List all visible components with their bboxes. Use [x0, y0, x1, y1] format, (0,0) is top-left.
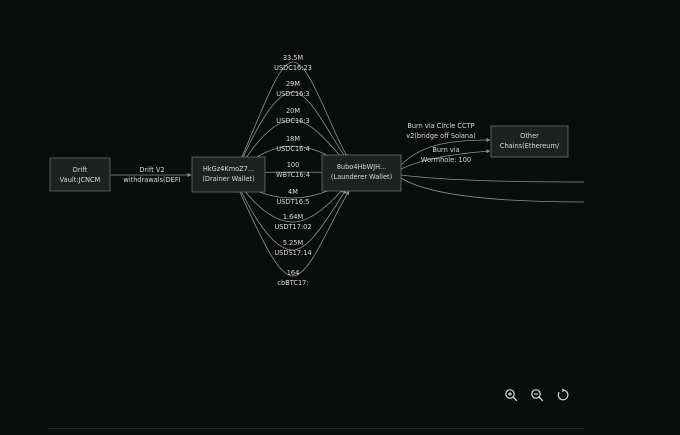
- edge-label-usds-line-2: USDS17:14: [274, 249, 311, 257]
- node-drift-vault-line-2: Vault:JCNCM: [60, 176, 101, 184]
- node-other-chains-line-2: Chains(Ethereum/: [500, 142, 560, 150]
- edge-usdc-33-5m: [237, 61, 349, 167]
- edge-label-usdc-33-5m-line-1: 33.5M: [283, 54, 304, 62]
- edge-label-wbtc-line-2: WBTC16:4: [276, 171, 310, 179]
- edge-label-usdc-29m-line-1: 29M: [286, 80, 300, 88]
- node-drift-vault[interactable]: Drift Vault:JCNCM: [49, 157, 111, 192]
- node-launderer-line-2: (Launderer Wallet): [331, 173, 392, 181]
- edge-label-drift-line-1: Drift V2: [139, 166, 164, 174]
- edge-usdc-29m: [237, 91, 347, 169]
- edge-label-cbbtc-line-2: cbBTC17:: [277, 279, 308, 287]
- edge-label-usdc-18m-line-2: USDC16:4: [276, 145, 310, 153]
- reset-icon: [557, 388, 569, 401]
- edge-label-usdc-29m-line-2: USDC16:3: [276, 90, 310, 98]
- reset-view-button[interactable]: [554, 386, 572, 404]
- node-drainer-wallet[interactable]: HkGz4KmoZ7... (Drainer Wallet): [191, 156, 266, 193]
- edge-label-usdt-1-64m-line-2: USDT17:02: [274, 223, 311, 231]
- zoom-out-button[interactable]: [528, 386, 546, 404]
- edge-labels: Drift V2 withdrawals(DEFI 33.5M USDC16:2…: [123, 54, 475, 287]
- zoom-in-button[interactable]: [502, 386, 520, 404]
- edge-label-usdc-20m-line-1: 20M: [286, 107, 300, 115]
- node-drift-vault-line-1: Drift: [73, 166, 88, 174]
- edge-label-usdt-4m-line-1: 4M: [288, 188, 298, 196]
- edge-usdt-1-64m: [237, 181, 344, 223]
- edge-label-usdt-4m-line-2: USDT16:5: [277, 198, 310, 206]
- edge-label-cctp-line-1: Burn via Circle CCTP: [407, 122, 474, 130]
- node-drainer-line-1: HkGz4KmoZ7...: [203, 165, 254, 173]
- edge-wormhole: [400, 149, 491, 170]
- zoom-out-icon: [531, 389, 544, 402]
- zoom-in-icon: [505, 389, 518, 402]
- diagram-toolbar: [502, 386, 572, 404]
- edge-offscreen-2: [400, 177, 585, 203]
- edge-cbbtc-164: [237, 187, 350, 277]
- edge-circle-cctp: [400, 138, 491, 166]
- edge-label-usdc-20m-line-2: USDC16:3: [276, 117, 310, 125]
- edge-label-wbtc-line-1: 100: [287, 161, 300, 169]
- edge-label-cctp-line-2: v2(bridge off Solana): [406, 132, 475, 140]
- edge-label-drift-line-2: withdrawals(DEFI: [123, 176, 180, 184]
- node-launderer-wallet[interactable]: 8ubo4HbWJH... (Launderer Wallet): [321, 154, 402, 192]
- node-launderer-line-1: 8ubo4HbWJH...: [337, 163, 387, 171]
- edge-label-usds-line-1: 5.25M: [283, 239, 304, 247]
- bottom-divider: [48, 428, 584, 429]
- node-other-chains-line-1: Other: [520, 132, 539, 140]
- edge-usdc-20m: [237, 119, 344, 171]
- node-drainer-line-2: (Drainer Wallet): [202, 175, 254, 183]
- edge-usds-5-25m: [237, 184, 347, 251]
- node-other-chains[interactable]: Other Chains(Ethereum/: [490, 125, 569, 158]
- edge-label-usdc-33-5m-line-2: USDC16:23: [274, 64, 312, 72]
- edge-label-wormhole-line-2: Wormhole: 100: [421, 156, 471, 164]
- edge-label-usdt-1-64m-line-1: 1.64M: [283, 213, 304, 221]
- edge-offscreen-1: [400, 174, 585, 183]
- edge-label-usdc-18m-line-1: 18M: [286, 135, 300, 143]
- edge-label-wormhole-line-1: Burn via: [432, 146, 459, 154]
- edge-label-cbbtc-line-1: 164: [287, 269, 300, 277]
